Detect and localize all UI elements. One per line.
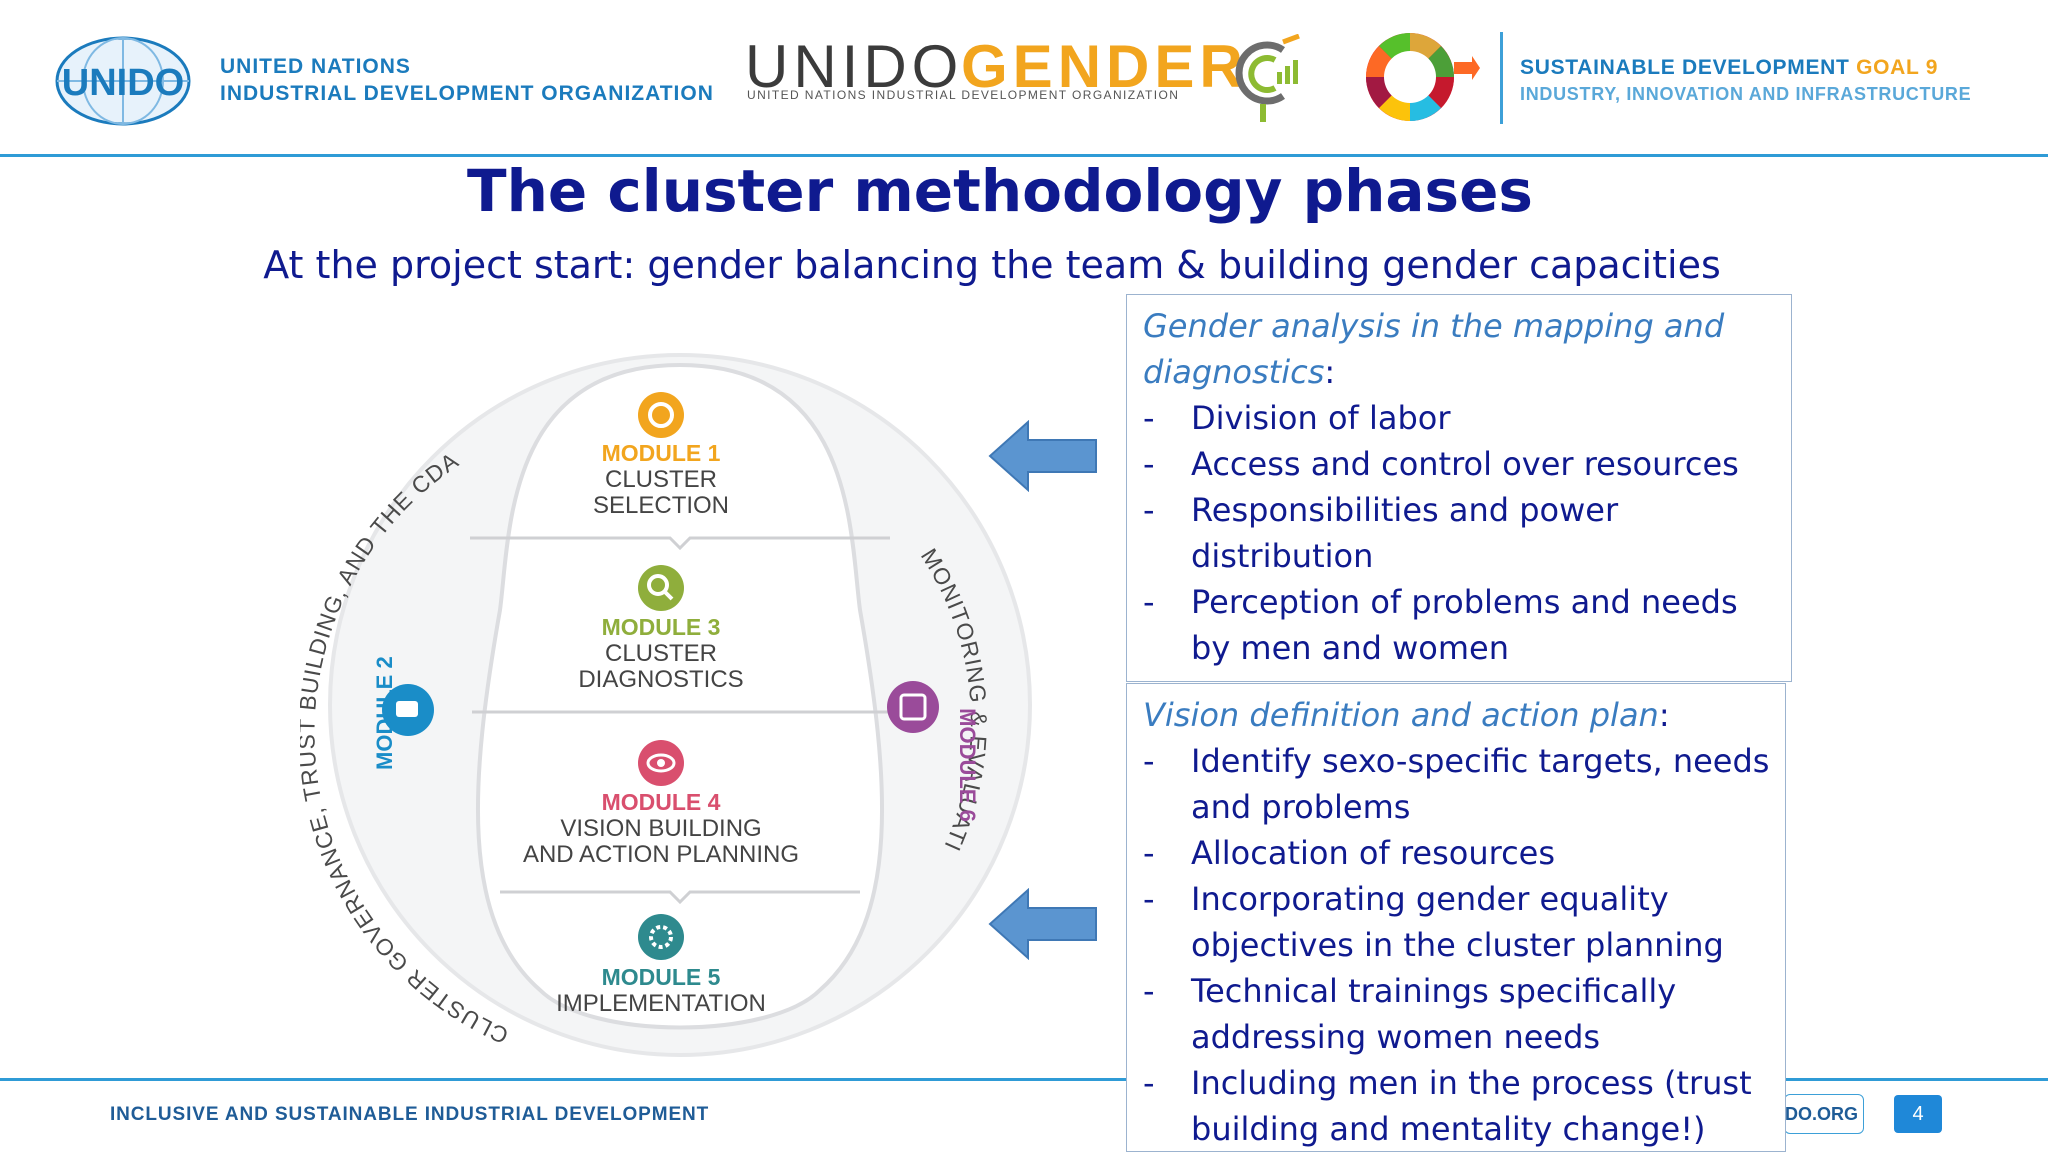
module-divider-1 (470, 536, 890, 551)
slide-header: UNIDO UNITED NATIONS INDUSTRIAL DEVELOPM… (0, 0, 2048, 157)
module-6-label: MODULE 6 (955, 708, 980, 822)
vision-action-plan-box: Vision definition and action plan: Ident… (1126, 683, 1786, 1152)
sdg-line2: INDUSTRY, INNOVATION AND INFRASTRUCTURE (1520, 84, 1972, 104)
sdg-goal-label: SUSTAINABLE DEVELOPMENT GOAL 9 INDUSTRY,… (1520, 54, 1971, 108)
org-name-line2: INDUSTRIAL DEVELOPMENT ORGANIZATION (220, 82, 714, 105)
footer-tagline: INCLUSIVE AND SUSTAINABLE INDUSTRIAL DEV… (110, 1104, 710, 1125)
organization-name: UNITED NATIONS INDUSTRIAL DEVELOPMENT OR… (220, 53, 714, 107)
box1-list: Division of labor Access and control ove… (1143, 395, 1777, 671)
module-divider-2 (500, 890, 860, 905)
list-item: Division of labor (1143, 395, 1777, 441)
unido-logo-text: UNIDO (62, 62, 184, 104)
list-item: Identify sexo-specific targets, needs an… (1143, 738, 1771, 830)
slide-title: The cluster methodology phases (467, 157, 1533, 225)
module-5-label: MODULE 5 (602, 964, 721, 990)
module-2-label: MODULE 2 (372, 656, 397, 770)
module-3-line1: CLUSTER (605, 640, 717, 667)
sdg-divider (1500, 32, 1503, 124)
module-4-line1: VISION BUILDING (560, 815, 761, 842)
gender-logo-subtitle: UNITED NATIONS INDUSTRIAL DEVELOPMENT OR… (747, 88, 1180, 102)
module-3-label: MODULE 3 (602, 614, 721, 640)
list-item: Allocation of resources (1143, 830, 1771, 876)
list-item: Perception of problems and needs by men … (1143, 579, 1777, 671)
module-4-label: MODULE 4 (602, 789, 721, 815)
module-6-icon (887, 681, 939, 733)
left-arrow-icon (988, 420, 1097, 492)
footer-divider (0, 1078, 2048, 1081)
left-arrow-icon (988, 888, 1097, 960)
unido-logo: UNIDO (55, 36, 191, 126)
module-5-line1: IMPLEMENTATION (556, 990, 766, 1017)
list-item: Responsibilities and power distribution (1143, 487, 1777, 579)
sdg-line1: SUSTAINABLE DEVELOPMENT (1520, 56, 1850, 79)
header-divider (0, 154, 2048, 157)
module-4-icon (638, 740, 684, 786)
gender-logo-gender: GENDER (961, 33, 1248, 100)
box2-list: Identify sexo-specific targets, needs an… (1143, 738, 1771, 1152)
sdg-wheel-icon (1366, 33, 1480, 121)
gender-logo-unido: UNIDO (745, 33, 964, 100)
page-number: 4 (1894, 1095, 1942, 1133)
module-1-line1: CLUSTER (605, 466, 717, 493)
module-3-line2: DIAGNOSTICS (578, 666, 743, 693)
org-name-line1: UNITED NATIONS (220, 55, 411, 78)
box1-heading-text: Gender analysis in the mapping and diagn… (1143, 307, 1725, 391)
unido-gender-logo: UNIDO GENDER UNITED NATIONS INDUSTRIAL D… (745, 32, 1305, 127)
module-3-icon (638, 565, 684, 611)
gender-symbol-icon (1235, 34, 1300, 122)
module-1-line2: SELECTION (593, 492, 729, 519)
box1-heading: Gender analysis in the mapping and diagn… (1143, 307, 1725, 391)
inner-shape (475, 362, 885, 1030)
list-item: Including men in the process (trust buil… (1143, 1060, 1771, 1152)
cluster-methodology-diagram: CLUSTER GOVERNANCE, TRUST BUILDING, AND … (300, 350, 1032, 1057)
list-item: Incorporating gender equality objectives… (1143, 876, 1771, 968)
module-5-icon (638, 914, 684, 960)
list-item: Technical trainings specifically address… (1143, 968, 1771, 1060)
list-item: Access and control over resources (1143, 441, 1777, 487)
slide-subtitle: At the project start: gender balancing t… (263, 243, 1721, 287)
module-1-icon (638, 392, 684, 438)
gender-analysis-box: Gender analysis in the mapping and diagn… (1126, 294, 1792, 682)
footer-website-link[interactable]: DO.ORG (1784, 1094, 1864, 1134)
box2-heading-text: Vision definition and action plan (1143, 696, 1659, 734)
box2-heading: Vision definition and action plan: (1143, 696, 1670, 734)
module-4-line2: AND ACTION PLANNING (523, 841, 799, 868)
module-1-label: MODULE 1 (602, 440, 721, 466)
sdg-goal-number: GOAL 9 (1856, 56, 1939, 79)
